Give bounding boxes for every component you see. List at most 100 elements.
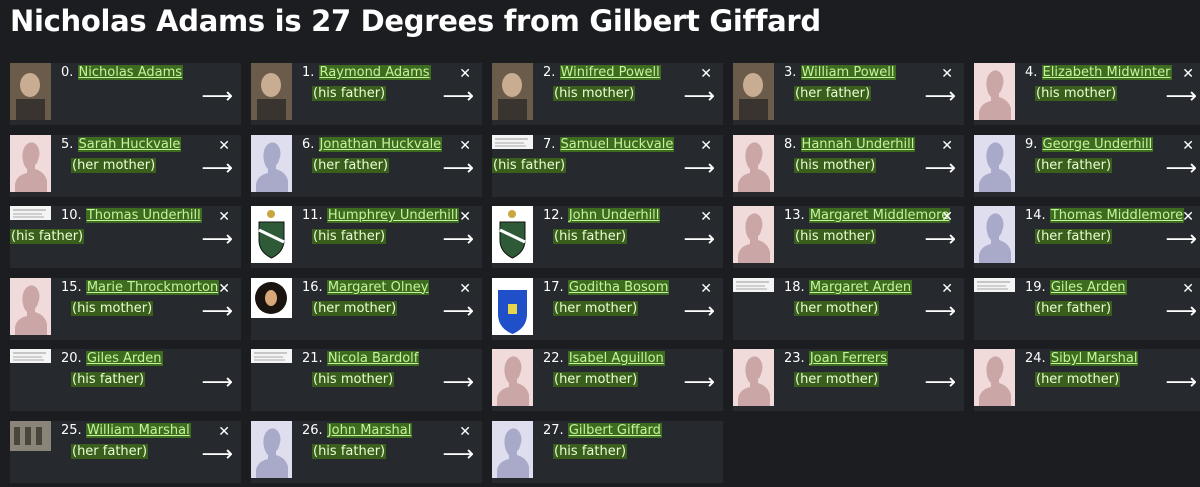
- person-card: 12. John Underhill(his father)✕⟶: [492, 206, 723, 268]
- person-name-link[interactable]: Hannah Underhill: [800, 136, 916, 152]
- relation-label: (his mother): [553, 86, 636, 101]
- arrow-right-icon[interactable]: ⟶: [683, 227, 715, 252]
- arrow-right-icon[interactable]: ⟶: [201, 227, 233, 252]
- arrow-right-icon[interactable]: ⟶: [201, 370, 233, 395]
- person-name-link[interactable]: Sibyl Marshal: [1049, 351, 1139, 366]
- arrow-right-icon[interactable]: ⟶: [924, 84, 956, 109]
- person-name-link[interactable]: John Underhill: [567, 208, 661, 223]
- close-icon[interactable]: ✕: [941, 66, 953, 82]
- person-name-link[interactable]: George Underhill: [1041, 136, 1154, 152]
- close-icon[interactable]: ✕: [1182, 137, 1194, 154]
- close-icon[interactable]: ✕: [218, 137, 230, 154]
- arrow-right-icon[interactable]: ⟶: [1165, 227, 1197, 252]
- person-name-link[interactable]: Gilbert Giffard: [567, 422, 662, 438]
- person-heading: 23. Joan Ferrers: [784, 351, 888, 366]
- person-index: 3.: [784, 65, 801, 80]
- arrow-right-icon[interactable]: ⟶: [442, 227, 474, 252]
- close-icon[interactable]: ✕: [218, 209, 230, 225]
- person-heading: 20. Giles Arden: [61, 351, 163, 366]
- person-heading: 17. Goditha Bosom: [543, 279, 670, 295]
- arrow-right-icon[interactable]: ⟶: [924, 298, 956, 324]
- relation-label: (his father): [553, 443, 628, 459]
- close-icon[interactable]: ✕: [1182, 66, 1194, 82]
- person-index: 1.: [302, 65, 319, 80]
- person-name-link[interactable]: William Powell: [800, 65, 896, 80]
- person-name-link[interactable]: Isabel Aguillon: [567, 351, 665, 366]
- close-icon[interactable]: ✕: [700, 209, 712, 225]
- person-heading: 4. Elizabeth Midwinter: [1025, 65, 1172, 80]
- arrow-right-icon[interactable]: ⟶: [683, 155, 715, 181]
- close-icon[interactable]: ✕: [459, 209, 471, 225]
- close-icon[interactable]: ✕: [1182, 280, 1194, 297]
- silhouette-icon: [10, 277, 51, 335]
- arrow-right-icon[interactable]: ⟶: [1165, 298, 1197, 324]
- arrow-right-icon[interactable]: ⟶: [442, 370, 474, 395]
- arrow-right-icon[interactable]: ⟶: [442, 84, 474, 109]
- close-icon[interactable]: ✕: [941, 209, 953, 225]
- person-index: 25.: [61, 422, 86, 438]
- person-name-link[interactable]: Humphrey Underhill: [326, 208, 460, 223]
- person-card: 6. Jonathan Huckvale(her father)✕⟶: [251, 134, 482, 197]
- person-name-link[interactable]: Raymond Adams: [318, 65, 431, 80]
- arrow-right-icon[interactable]: ⟶: [442, 441, 474, 467]
- person-name-link[interactable]: Margaret Middlemore: [808, 208, 951, 223]
- person-name-link[interactable]: Thomas Underhill: [85, 208, 202, 223]
- close-icon[interactable]: ✕: [459, 423, 471, 440]
- person-name-link[interactable]: Joan Ferrers: [808, 351, 888, 366]
- person-heading: 11. Humphrey Underhill: [302, 208, 460, 223]
- person-name-link[interactable]: Jonathan Huckvale: [318, 136, 443, 152]
- close-icon[interactable]: ✕: [941, 280, 953, 297]
- person-name-link[interactable]: John Marshal: [326, 422, 413, 438]
- profile-photo: [10, 63, 51, 120]
- silhouette-icon: [733, 134, 774, 192]
- arrow-right-icon[interactable]: ⟶: [201, 84, 233, 109]
- arrow-right-icon[interactable]: ⟶: [1165, 84, 1197, 109]
- person-name-link[interactable]: William Marshal: [85, 422, 191, 438]
- arrow-right-icon[interactable]: ⟶: [442, 155, 474, 181]
- arrow-right-icon[interactable]: ⟶: [683, 370, 715, 395]
- person-name-link[interactable]: Goditha Bosom: [567, 279, 670, 295]
- close-icon[interactable]: ✕: [700, 66, 712, 82]
- person-index: 5.: [61, 136, 78, 152]
- arrow-right-icon[interactable]: ⟶: [683, 84, 715, 109]
- relation-label: (his father): [312, 86, 387, 101]
- person-name-link[interactable]: Giles Arden: [85, 351, 163, 366]
- person-name-link[interactable]: Margaret Olney: [326, 279, 430, 295]
- person-name-link[interactable]: Margaret Arden: [808, 279, 913, 295]
- arrow-right-icon[interactable]: ⟶: [924, 227, 956, 252]
- arrow-right-icon[interactable]: ⟶: [683, 298, 715, 324]
- close-icon[interactable]: ✕: [459, 280, 471, 297]
- person-name-link[interactable]: Giles Arden: [1049, 279, 1127, 295]
- close-icon[interactable]: ✕: [941, 137, 953, 154]
- person-name-link[interactable]: Winifred Powell: [559, 65, 661, 80]
- close-icon[interactable]: ✕: [1182, 209, 1194, 225]
- arrow-right-icon[interactable]: ⟶: [201, 298, 233, 324]
- close-icon[interactable]: ✕: [700, 137, 712, 154]
- arrow-right-icon[interactable]: ⟶: [924, 370, 956, 395]
- person-name-link[interactable]: Thomas Middlemore: [1049, 208, 1185, 223]
- person-card: 3. William Powell(her father)✕⟶: [733, 63, 964, 125]
- person-name-link[interactable]: Samuel Huckvale: [559, 136, 675, 152]
- person-heading: 14. Thomas Middlemore: [1025, 208, 1185, 223]
- arrow-right-icon[interactable]: ⟶: [201, 441, 233, 467]
- arrow-right-icon[interactable]: ⟶: [442, 298, 474, 324]
- person-name-link[interactable]: Nicholas Adams: [77, 65, 184, 80]
- arrow-right-icon[interactable]: ⟶: [924, 155, 956, 181]
- person-name-link[interactable]: Sarah Huckvale: [77, 136, 182, 152]
- person-name-link[interactable]: Elizabeth Midwinter: [1041, 65, 1172, 80]
- arrow-right-icon[interactable]: ⟶: [1165, 370, 1197, 395]
- close-icon[interactable]: ✕: [218, 280, 230, 297]
- person-heading: 15. Marie Throckmorton: [61, 279, 220, 295]
- person-name-link[interactable]: Nicola Bardolf: [326, 351, 420, 366]
- person-index: 8.: [784, 136, 801, 152]
- arrow-right-icon[interactable]: ⟶: [201, 155, 233, 181]
- close-icon[interactable]: ✕: [700, 280, 712, 297]
- person-index: 11.: [302, 208, 327, 223]
- close-icon[interactable]: ✕: [459, 137, 471, 154]
- person-card: 26. John Marshal(his father)✕⟶: [251, 420, 482, 483]
- person-name-link[interactable]: Marie Throckmorton: [85, 279, 220, 295]
- close-icon[interactable]: ✕: [459, 66, 471, 82]
- arrow-right-icon[interactable]: ⟶: [1165, 155, 1197, 181]
- close-icon[interactable]: ✕: [218, 423, 230, 440]
- person-card: 0. Nicholas Adams⟶: [10, 63, 241, 125]
